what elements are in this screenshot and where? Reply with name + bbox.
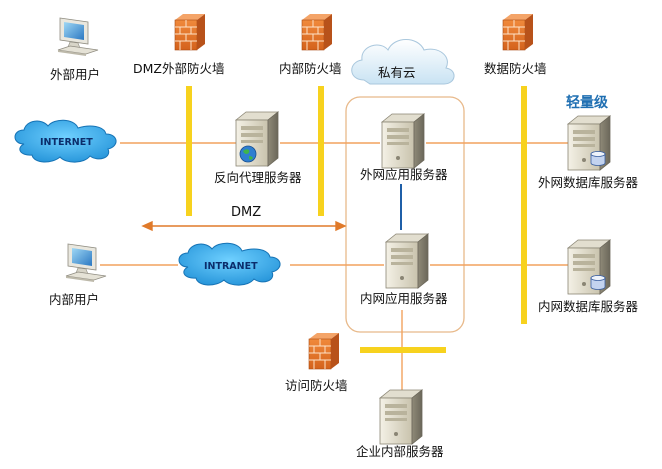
- internal-firewall-label: 内部防火墙: [279, 61, 342, 76]
- dmz-external-firewall-label: DMZ外部防火墙: [133, 61, 225, 76]
- external-app-server-icon: [381, 113, 425, 169]
- reverse-proxy-server-label: 反向代理服务器: [214, 170, 302, 185]
- data-firewall-bar: [521, 86, 527, 324]
- internal-firewall-bar: [318, 86, 324, 216]
- access-firewall-icon: [308, 332, 340, 370]
- intranet-cloud-icon: [178, 242, 281, 286]
- data-firewall-icon: [502, 13, 534, 51]
- internal-db-cylinder-icon: [590, 275, 606, 290]
- dmz-external-firewall-icon: [174, 13, 206, 51]
- external-db-cylinder-icon: [590, 151, 606, 166]
- internal-firewall-icon: [301, 13, 333, 51]
- private-cloud-label: 私有云: [378, 65, 416, 80]
- internet-cloud-icon: [14, 119, 117, 163]
- external-user-terminal-icon: [57, 17, 99, 57]
- internal-app-server-icon: [385, 233, 429, 289]
- private-cloud-boundary: [345, 96, 465, 333]
- dmz-external-firewall-bar: [186, 86, 192, 216]
- access-firewall-label: 访问防火墙: [285, 378, 348, 393]
- internal-user-terminal-icon: [65, 243, 107, 283]
- internal-app-server-label: 内网应用服务器: [360, 291, 448, 306]
- private-cloud-icon: [351, 39, 455, 85]
- dmz-range-arrow: [141, 220, 347, 232]
- lightweight-label: 轻量级: [566, 95, 608, 111]
- intranet-label: INTRANET: [204, 261, 258, 272]
- access-firewall-bar: [360, 347, 446, 353]
- data-firewall-label: 数据防火墙: [484, 61, 547, 76]
- external-app-server-label: 外网应用服务器: [360, 167, 448, 182]
- enterprise-internal-server-label: 企业内部服务器: [356, 444, 444, 459]
- internet-label: INTERNET: [40, 137, 93, 148]
- external-db-server-label: 外网数据库服务器: [538, 175, 639, 190]
- globe-icon: [239, 145, 257, 163]
- internal-db-server-label: 内网数据库服务器: [538, 299, 639, 314]
- firewall-bars: [186, 86, 527, 353]
- network-links: [100, 142, 570, 390]
- internal-user-label: 内部用户: [49, 292, 100, 307]
- enterprise-internal-server-icon: [379, 389, 423, 445]
- external-user-label: 外部用户: [50, 67, 101, 82]
- dmz-label: DMZ: [231, 205, 262, 220]
